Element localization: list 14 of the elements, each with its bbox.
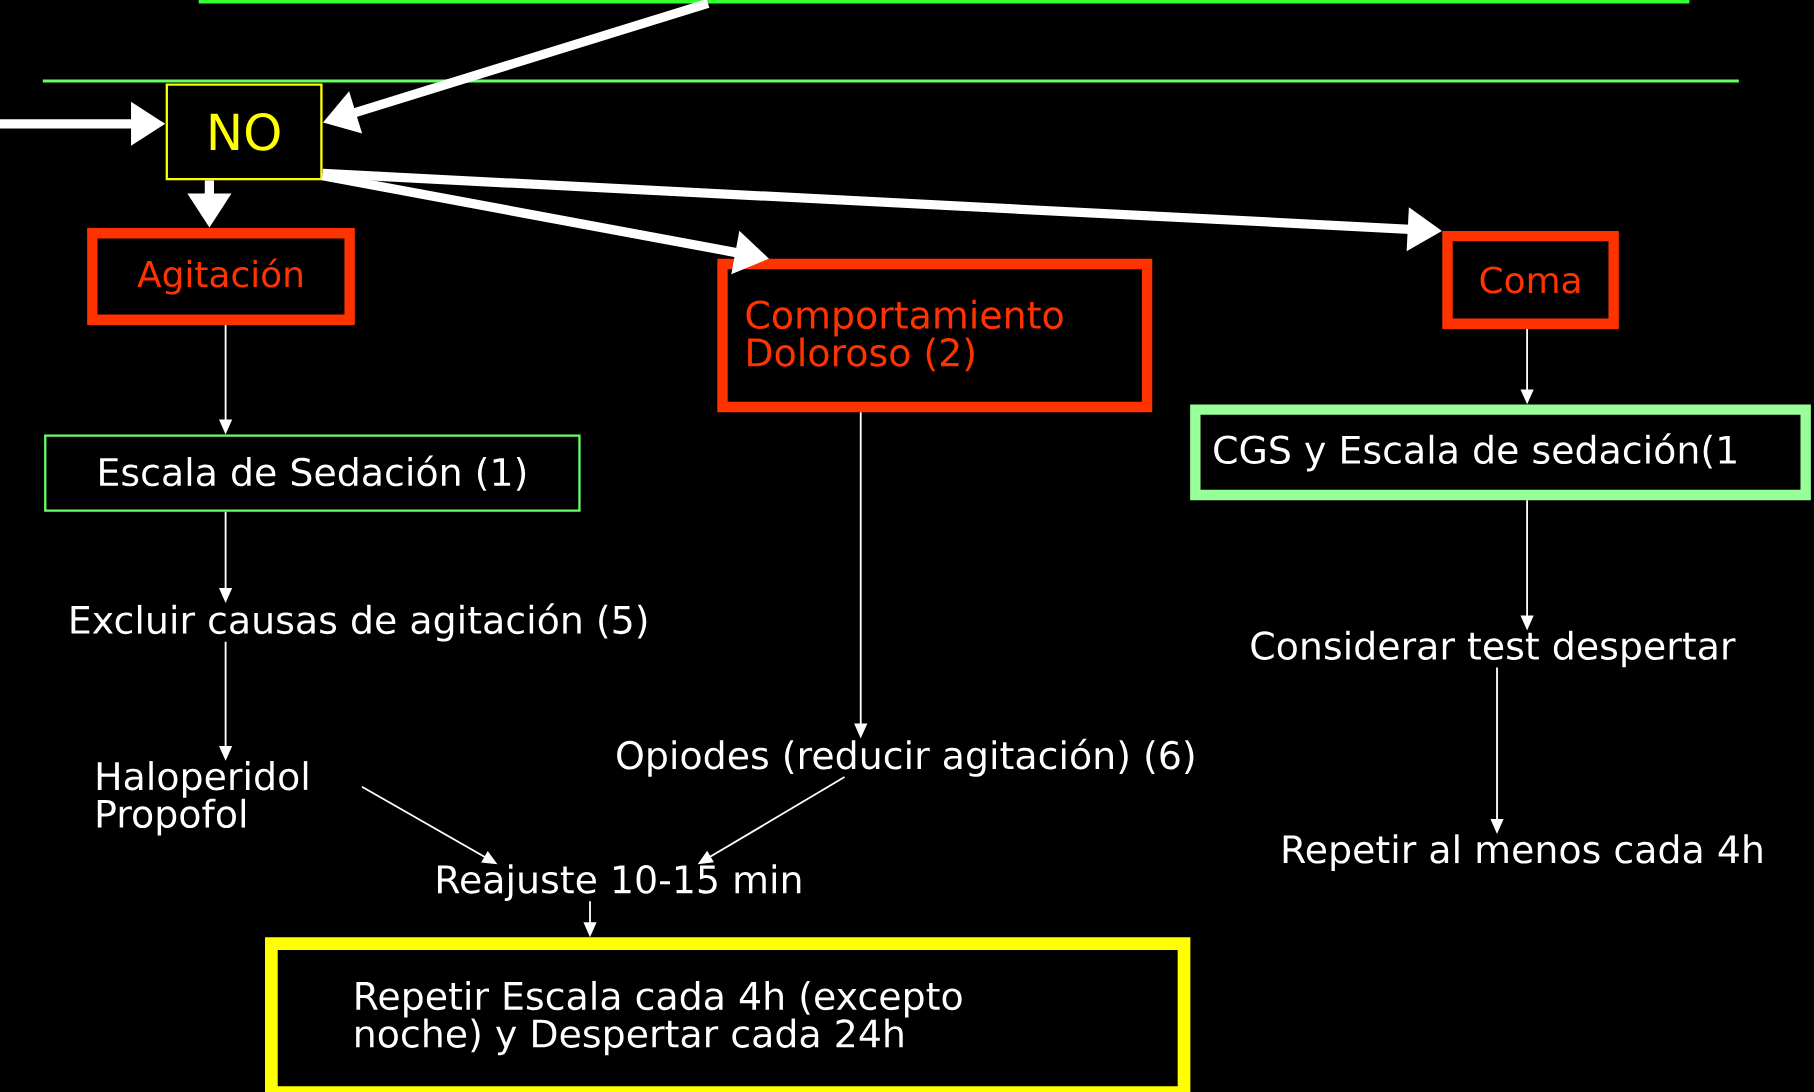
process-box: Coma <box>1442 230 1619 329</box>
process-box: Comportamiento Doloroso (2) <box>717 258 1153 413</box>
step-text: Opiodes (reducir agitación) (6) <box>617 738 1194 777</box>
process-box: Repetir Escala cada 4h (excepto noche) y Despertar cada 24h <box>265 937 1191 1092</box>
step-text: Considerar test despertar <box>1251 630 1736 668</box>
process-box: Agitación <box>87 228 355 325</box>
process-box <box>198 0 1690 4</box>
step-text: Repetir al menos cada 4h <box>1283 834 1762 871</box>
process-box: CGS y Escala de sedación(1 <box>1190 404 1811 501</box>
process-box: Escala de Sedación (1) <box>44 434 581 512</box>
step-text: Reajuste 10-15 min <box>438 864 801 901</box>
step-text: Excluir causas de agitación (5) <box>71 603 647 642</box>
step-text: Haloperidol Propofol <box>97 761 308 836</box>
decision-box: NO <box>165 83 323 181</box>
